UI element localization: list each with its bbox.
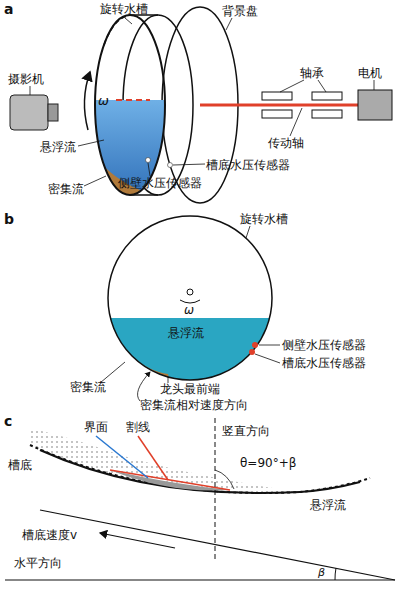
label-text: 竖直方向: [222, 424, 270, 438]
label-text: 密集流: [48, 182, 84, 196]
label-text: 背景盘: [222, 4, 258, 18]
label-text: 水平方向: [14, 556, 62, 570]
label-text: 悬浮流: [168, 326, 204, 340]
label-text: 槽底: [8, 458, 32, 472]
label-text: ω: [184, 303, 194, 317]
label-text: 悬浮流: [40, 140, 76, 154]
label-text: 旋转水槽: [100, 2, 148, 16]
label-text: 摄影机: [8, 72, 44, 86]
label-text: β: [318, 566, 325, 580]
label-text: b: [4, 212, 14, 226]
label-text: 侧壁水压传感器: [282, 338, 366, 352]
label-text: 电机: [358, 66, 382, 80]
label-text: 槽底水压传感器: [282, 356, 366, 370]
label-text: a: [4, 2, 13, 16]
label-text: ω: [98, 94, 109, 108]
label-text: 割线: [126, 420, 150, 434]
label-text: 轴承: [300, 66, 324, 80]
label-text: 密集流: [70, 380, 106, 394]
label-text: c: [4, 414, 12, 428]
label-text: 龙头最前端: [160, 382, 220, 396]
label-text: 界面: [84, 420, 108, 434]
label-text: 悬浮流: [310, 498, 346, 512]
label-text: 槽底水压传感器: [206, 158, 290, 172]
label-text: 密集流相对速度方向: [140, 398, 248, 412]
label-text: 槽底速度v: [22, 528, 77, 542]
label-text: θ=90°+β: [240, 456, 296, 470]
label-text: 传动轴: [268, 136, 304, 150]
label-text: 旋转水槽: [240, 212, 288, 226]
label-text: 侧壁水压传感器: [118, 176, 202, 190]
